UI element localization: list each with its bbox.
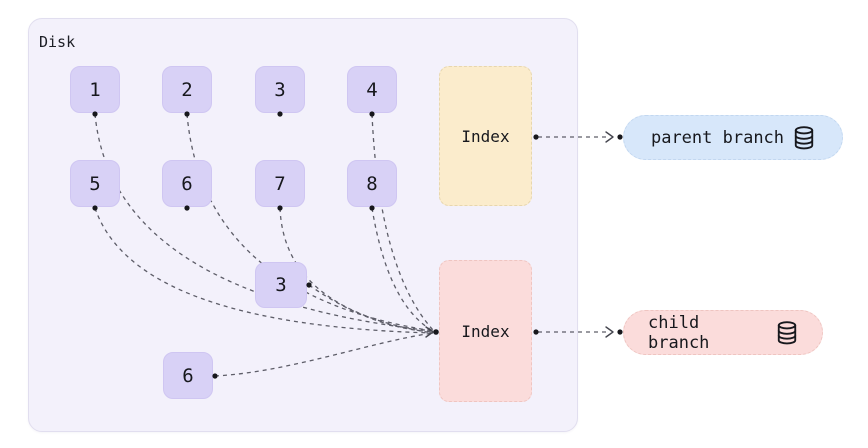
page-label: 7 — [274, 172, 286, 195]
page-label: 3 — [275, 274, 287, 296]
page-tile-7: 7 — [255, 160, 305, 207]
page-label: 2 — [181, 78, 193, 101]
page-tile-3: 3 — [255, 66, 305, 113]
database-icon — [777, 320, 797, 344]
parent-index-box: Index — [439, 66, 532, 206]
parent-arrowhead — [605, 131, 614, 143]
child-branch-pill: child branch — [623, 310, 823, 355]
parent-branch-label: parent branch — [650, 127, 785, 148]
page-label: 6 — [182, 364, 194, 387]
page-label: 8 — [366, 172, 378, 195]
parent-index-label: Index — [461, 126, 510, 146]
page-tile-6: 6 — [162, 160, 212, 207]
child-branch-label: child branch — [648, 312, 710, 353]
new-page-tile-3: 3 — [255, 262, 307, 308]
page-label: 6 — [181, 172, 193, 195]
child-index-label: Index — [461, 321, 510, 341]
page-label: 4 — [366, 78, 378, 101]
page-tile-8: 8 — [347, 160, 397, 207]
page-label: 3 — [274, 78, 286, 101]
disk-label: Disk — [39, 33, 76, 51]
new-page-tile-6: 6 — [163, 352, 213, 399]
child-index-box: Index — [439, 260, 532, 402]
page-tile-4: 4 — [347, 66, 397, 113]
page-label: 1 — [89, 78, 101, 101]
page-tile-5: 5 — [70, 160, 120, 207]
page-tile-1: 1 — [70, 66, 120, 113]
page-label: 5 — [89, 172, 101, 195]
database-icon — [794, 125, 814, 149]
child-arrowhead — [605, 326, 614, 338]
page-tile-2: 2 — [162, 66, 212, 113]
parent-branch-pill: parent branch — [623, 115, 843, 160]
